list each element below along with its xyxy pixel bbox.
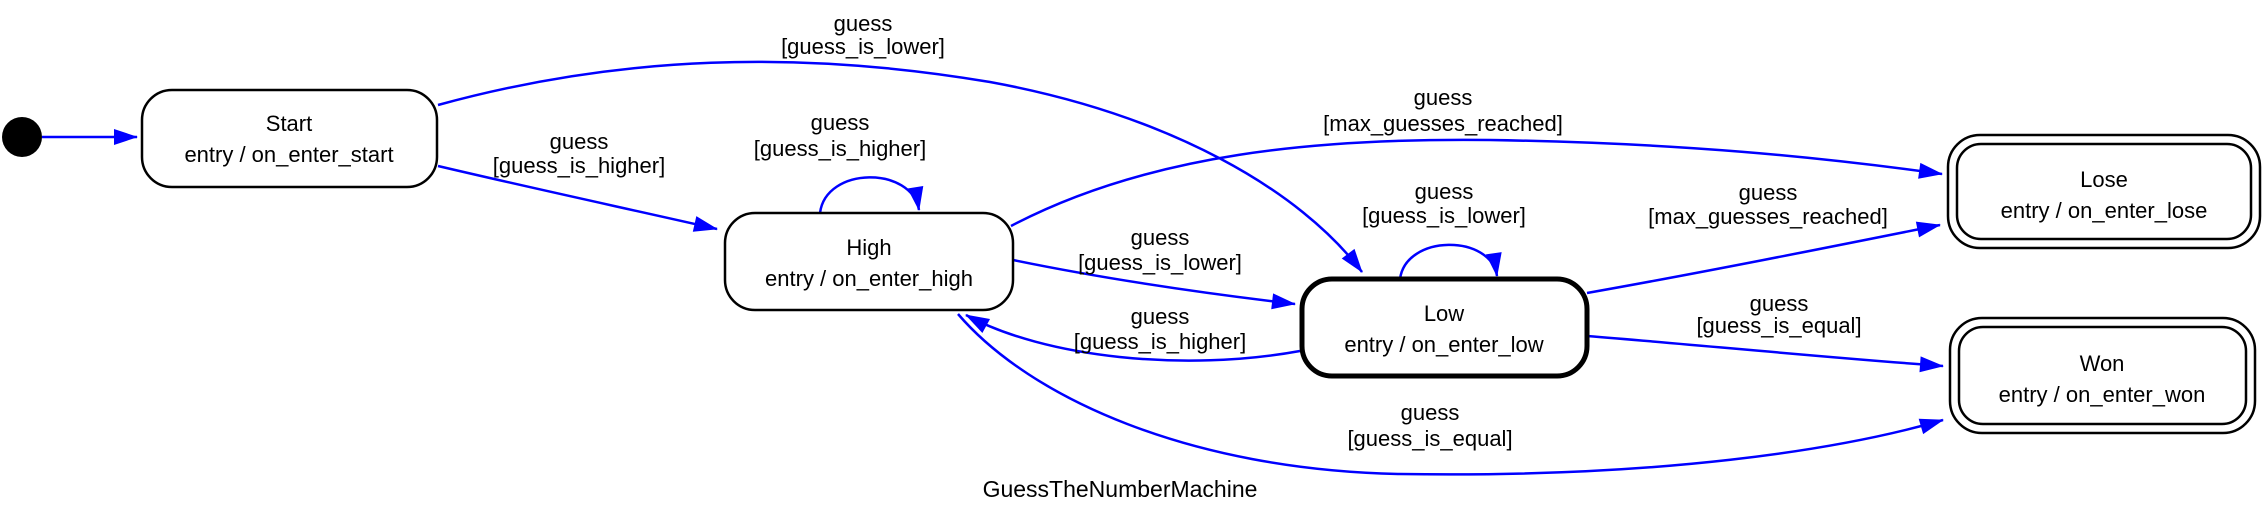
state-start-box [140, 88, 439, 189]
states-layer: Start entry / on_enter_start High entry … [2, 88, 2262, 435]
initial-state-dot [2, 117, 42, 157]
label-high-self-cond: [guess_is_higher] [754, 136, 926, 161]
label-low-to-high-event: guess [1131, 304, 1190, 329]
state-lose-name: Lose [2080, 167, 2128, 192]
state-low-name: Low [1424, 301, 1464, 326]
label-high-to-low-event: guess [1131, 225, 1190, 250]
edge-low-to-lose [1586, 221, 1941, 295]
label-start-to-high-cond: [guess_is_higher] [493, 153, 665, 178]
edge-high-to-won [957, 313, 1944, 476]
state-start-name: Start [266, 111, 312, 136]
state-lose-inner-box [1955, 142, 2253, 241]
state-won-inner-box [1957, 325, 2248, 426]
transitions-layer [42, 60, 1944, 476]
label-low-to-high-cond: [guess_is_higher] [1074, 329, 1246, 354]
edge-high-to-lose [1010, 138, 1943, 228]
label-high-self-event: guess [811, 110, 870, 135]
state-lose-final: Lose entry / on_enter_lose [1946, 133, 2262, 250]
state-won-final: Won entry / on_enter_won [1948, 316, 2257, 435]
edge-start-to-high [437, 164, 718, 232]
edge-low-self-loop [1398, 243, 1502, 280]
state-lose-entry: entry / on_enter_lose [2001, 198, 2208, 223]
state-won-name: Won [2080, 351, 2125, 376]
diagram-title: GuessTheNumberMachine [983, 476, 1258, 502]
label-high-to-won-event: guess [1401, 400, 1460, 425]
edge-high-to-low [1012, 258, 1296, 310]
label-high-to-won-cond: [guess_is_equal] [1347, 426, 1512, 451]
label-start-to-low-cond: [guess_is_lower] [781, 34, 945, 59]
label-low-self-cond: [guess_is_lower] [1362, 203, 1526, 228]
label-low-to-won-event: guess [1750, 291, 1809, 316]
label-start-to-low-event: guess [834, 11, 893, 36]
edge-start-to-low [437, 60, 1363, 273]
state-high: High entry / on_enter_high [723, 211, 1015, 312]
edge-high-self-loop [818, 176, 924, 214]
label-high-to-lose-cond: [max_guesses_reached] [1323, 111, 1563, 136]
label-high-to-low-cond: [guess_is_lower] [1078, 250, 1242, 275]
label-low-to-won-cond: [guess_is_equal] [1696, 313, 1861, 338]
edge-low-to-high [965, 313, 1301, 362]
state-low-box [1299, 276, 1590, 379]
label-low-to-lose-cond: [max_guesses_reached] [1648, 204, 1888, 229]
label-high-to-lose-event: guess [1414, 85, 1473, 110]
state-start: Start entry / on_enter_start [140, 88, 439, 189]
state-high-entry: entry / on_enter_high [765, 266, 973, 291]
state-start-entry: entry / on_enter_start [184, 142, 393, 167]
label-low-self-event: guess [1415, 179, 1474, 204]
state-high-name: High [846, 235, 891, 260]
state-high-box [723, 211, 1015, 312]
state-won-entry: entry / on_enter_won [1999, 382, 2206, 407]
state-low-entry: entry / on_enter_low [1344, 332, 1543, 357]
edge-low-to-won [1586, 334, 1944, 373]
label-low-to-lose-event: guess [1739, 180, 1798, 205]
transition-labels-layer: guess [guess_is_lower] guess [guess_is_h… [493, 11, 1888, 451]
state-low-active: Low entry / on_enter_low [1299, 276, 1590, 379]
label-start-to-high-event: guess [550, 129, 609, 154]
